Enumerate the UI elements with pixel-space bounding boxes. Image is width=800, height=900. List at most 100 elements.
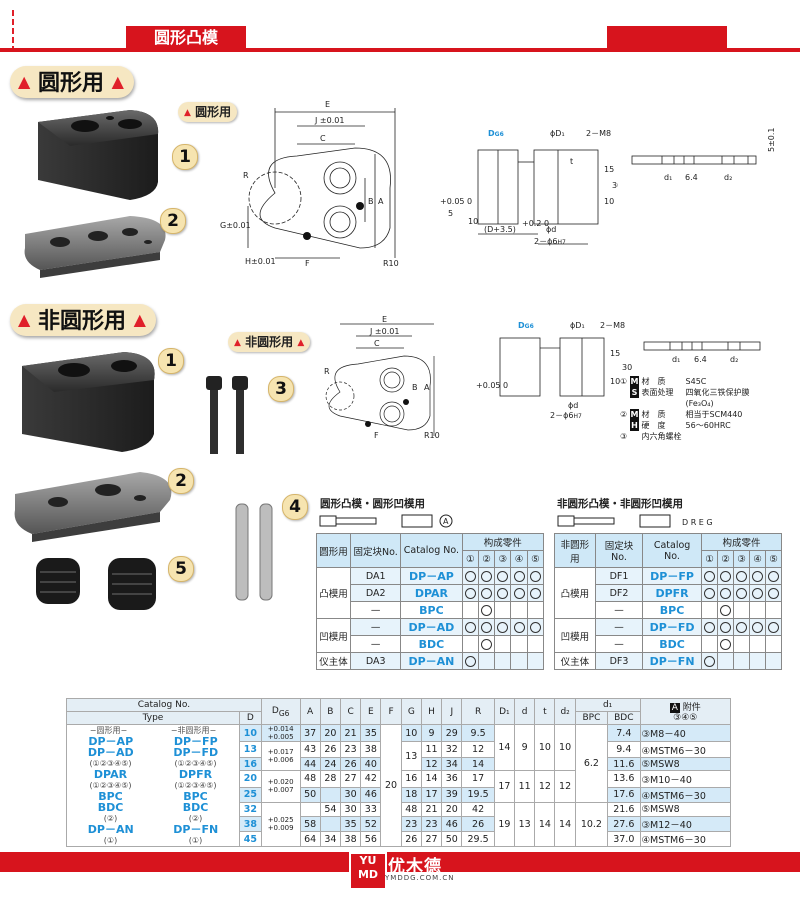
dim-E-b: E (382, 316, 387, 324)
round-block-photo (38, 110, 159, 200)
dim-E: E (325, 100, 330, 109)
triangle-icon: ▲ (297, 338, 305, 348)
circle-mark (751, 587, 763, 599)
brand-url: YMDDG.COM.CN (385, 874, 455, 882)
col-part-number: ③ (732, 550, 750, 568)
hex-bolts-photo (206, 376, 248, 454)
col-part-number: ④ (510, 550, 528, 568)
round-plate-side-drawing: d₁ 6.4 d₂ 5±0.1 (631, 128, 776, 182)
dim-D35: (D+3.5) (484, 225, 516, 234)
svg-text:D R E G: D R E G (682, 518, 713, 527)
dim-A: A (378, 197, 384, 206)
circle-mark (735, 621, 747, 633)
circle-mark (464, 570, 476, 582)
nonround-block-photo (22, 352, 155, 452)
circle-mark (464, 655, 476, 667)
dim-64-b: 6.4 (694, 355, 707, 364)
mark-box: S (630, 387, 639, 398)
svg-text:A: A (443, 517, 449, 526)
section-round-badge: ▲ 圆形用 ▲ (10, 66, 134, 98)
circle-mark (529, 587, 541, 599)
dim-M8: 2－M8 (586, 129, 611, 138)
triangle-icon: ▲ (184, 108, 191, 118)
dim-30: 30 (612, 181, 618, 190)
dim-D1-b: ϕD₁ (570, 321, 585, 330)
dim-C: C (320, 134, 326, 143)
col-block: 固定块No. (594, 533, 644, 568)
parts-row: 凹模用—DP－FD (554, 618, 783, 653)
section-round-label: 圆形用 (37, 71, 104, 96)
mark-box: H (630, 420, 639, 431)
circle-mark (497, 570, 509, 582)
circle-mark (513, 570, 525, 582)
dim-10b: 10 (468, 217, 478, 226)
dim-R10: R10 (383, 259, 399, 268)
col-parts: 构成零件 (700, 533, 783, 551)
circle-mark (719, 604, 731, 616)
circle-mark (513, 621, 525, 633)
dim-G: G±0.01 (220, 221, 251, 230)
catalog-header: Catalog No. (66, 698, 262, 712)
dim-t: t (570, 157, 573, 166)
part-number-2: 2 (160, 208, 186, 234)
section-nonround-label: 非圆形用 (37, 309, 126, 334)
triangle-icon: ▲ (18, 72, 31, 91)
header-red-box (607, 26, 727, 50)
round-plan-drawing: E J ±0.01 C R G±0.01 B A H±0.01 F R10 (220, 100, 399, 268)
circle-mark (480, 570, 492, 582)
header-dash-vertical (12, 10, 14, 52)
circle-mark (529, 621, 541, 633)
circle-mark (703, 655, 715, 667)
circle-mark (480, 638, 492, 650)
set-screws-photo (36, 558, 156, 610)
dim-10: 10 (604, 197, 614, 206)
dim-5: 5 (448, 209, 453, 218)
nonround-section-drawing: DG6 ϕD₁ 2－M8 15 30 10 +0.05 0 ϕd 2－ϕ6H7 (476, 321, 632, 420)
dim-10-b: 10 (610, 377, 620, 386)
dim-5pm: 5±0.1 (767, 128, 776, 152)
dim-DG6-b: DG6 (518, 321, 534, 330)
material-note: S 表面处理四氧化三铁保护膜 (630, 387, 750, 398)
dim-d2-b: d₂ (730, 355, 738, 364)
dowel-pins-photo (235, 503, 273, 601)
circle-mark (751, 570, 763, 582)
col-parts: 构成零件 (461, 533, 545, 551)
parts-left-schematic: A (318, 512, 453, 530)
col-catalog: Catalog No. (400, 533, 463, 568)
col-part-number: ① (461, 550, 479, 568)
col-part-number: ⑤ (764, 550, 783, 568)
triangle-icon: ▲ (234, 338, 241, 348)
triangle-icon: ▲ (111, 72, 124, 91)
circle-mark (480, 587, 492, 599)
parts-table-left-title: 圆形凸模・圆形凹模用 (320, 498, 425, 510)
col-part-number: ② (477, 550, 496, 568)
dim-d2: d₂ (724, 173, 732, 182)
dim-H: H±0.01 (245, 257, 276, 266)
circle-mark (703, 621, 715, 633)
page-title: 圆形凸模 (126, 26, 246, 50)
section-nonround-small-badge: ▲ 非圆形用 ▲ (228, 332, 311, 352)
part-number-1b: 1 (158, 348, 184, 374)
dim-A-b: A (424, 383, 430, 392)
nonround-plan-drawing: E J ±0.01 C R B A F R10 (324, 316, 440, 440)
circle-mark (719, 638, 731, 650)
col-catalog: Catalog No. (642, 533, 702, 568)
parts-right-schematic: D R E G (556, 512, 776, 530)
circle-mark (767, 621, 779, 633)
footer-bar (0, 852, 800, 872)
mark-box: M (630, 376, 639, 387)
circle-mark (480, 621, 492, 633)
dim-F-b: F (374, 431, 379, 440)
